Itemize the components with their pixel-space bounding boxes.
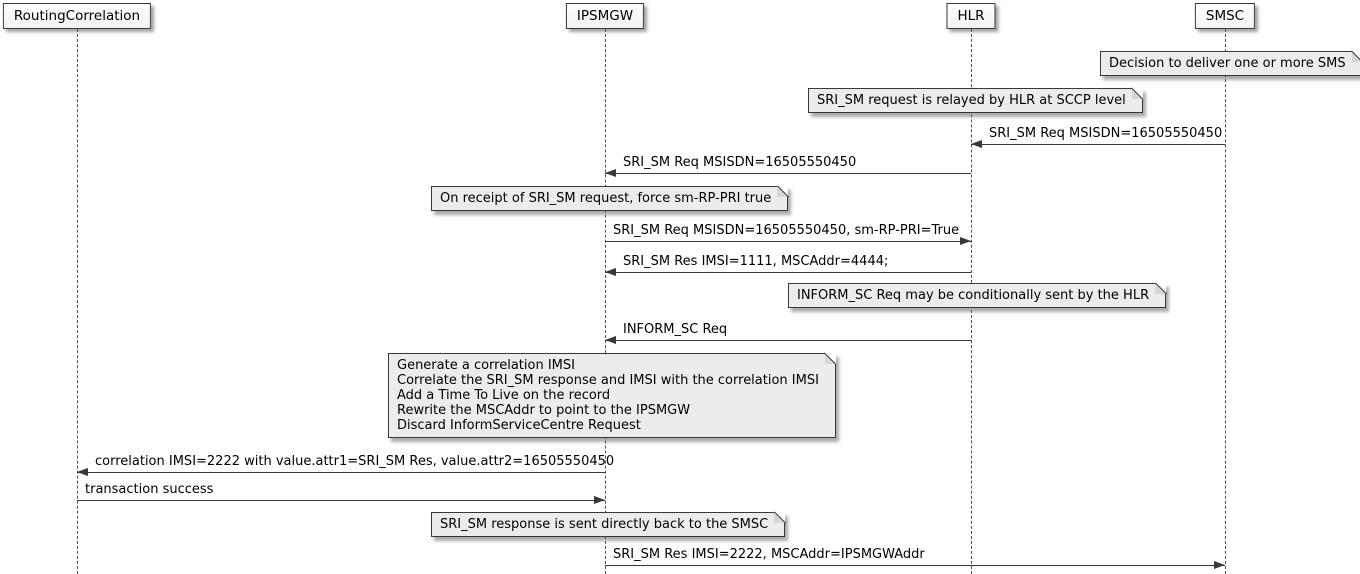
message-label: correlation IMSI=2222 with value.attr1=S… [95, 454, 615, 469]
participant-RoutingCorrelation: RoutingCorrelation [2, 3, 152, 29]
message-line [605, 173, 971, 174]
message-line [605, 272, 971, 273]
note-text-line: Add a Time To Live on the record [397, 388, 611, 403]
message-line [605, 241, 971, 242]
participant-HLR: HLR [946, 3, 996, 29]
note: On receipt of SRI_SM request, force sm-R… [431, 186, 789, 211]
arrow-head-icon [594, 496, 605, 504]
note-text-line: Generate a correlation IMSI [397, 358, 575, 373]
arrow-head-icon [971, 140, 982, 148]
message-label: SRI_SM Res IMSI=1111, MSCAddr=4444; [623, 254, 889, 269]
message-label: SRI_SM Req MSISDN=16505550450 [623, 155, 857, 170]
note-fold-icon [1351, 51, 1360, 62]
participant-label: SMSC [1205, 8, 1245, 24]
note-text-line: On receipt of SRI_SM request, force sm-R… [440, 191, 772, 206]
arrow-head-icon [1214, 561, 1225, 569]
note-fold-icon [1131, 88, 1143, 99]
message-line [971, 144, 1225, 145]
note-text-line: Decision to deliver one or more SMS [1109, 56, 1346, 71]
note: INFORM_SC Req may be conditionally sent … [788, 283, 1167, 308]
message-label: SRI_SM Req MSISDN=16505550450, sm-RP-PRI… [613, 223, 960, 238]
arrow-head-icon [605, 268, 616, 276]
participant-SMSC: SMSC [1194, 3, 1256, 29]
note-text-line: Correlate the SRI_SM response and IMSI w… [397, 373, 819, 388]
message-label: INFORM_SC Req [623, 322, 728, 337]
participant-IPSMGW: IPSMGW [565, 3, 645, 29]
note-fold-icon [1155, 283, 1167, 294]
note: SRI_SM response is sent directly back to… [431, 512, 786, 537]
note-text-line: Rewrite the MSCAddr to point to the IPSM… [397, 403, 691, 418]
note-fold-icon [777, 186, 789, 197]
message-line [77, 472, 605, 473]
arrow-head-icon [605, 169, 616, 177]
message-label: transaction success [85, 482, 214, 497]
note-fold-icon [774, 512, 786, 523]
note: Decision to deliver one or more SMS [1100, 51, 1360, 76]
lifeline-SMSC [1225, 29, 1226, 574]
note-text-line: SRI_SM response is sent directly back to… [440, 517, 769, 532]
message-line [605, 340, 971, 341]
arrow-head-icon [77, 468, 88, 476]
message-label: SRI_SM Res IMSI=2222, MSCAddr=IPSMGWAddr [613, 547, 925, 562]
lifeline-RoutingCorrelation [77, 29, 78, 574]
arrow-head-icon [960, 237, 971, 245]
note-text-line: INFORM_SC Req may be conditionally sent … [797, 288, 1150, 303]
participant-label: RoutingCorrelation [13, 8, 141, 24]
participant-label: HLR [957, 8, 985, 24]
note-text-line: Discard InformServiceCentre Request [397, 418, 641, 433]
arrow-head-icon [605, 336, 616, 344]
message-label: SRI_SM Req MSISDN=16505550450 [989, 126, 1223, 141]
lifeline-IPSMGW [605, 29, 606, 574]
message-line [605, 565, 1225, 566]
participant-label: IPSMGW [576, 8, 634, 24]
note-fold-icon [824, 353, 836, 364]
note: SRI_SM request is relayed by HLR at SCCP… [808, 88, 1143, 113]
message-line [77, 500, 605, 501]
note-text-line: SRI_SM request is relayed by HLR at SCCP… [817, 93, 1126, 108]
